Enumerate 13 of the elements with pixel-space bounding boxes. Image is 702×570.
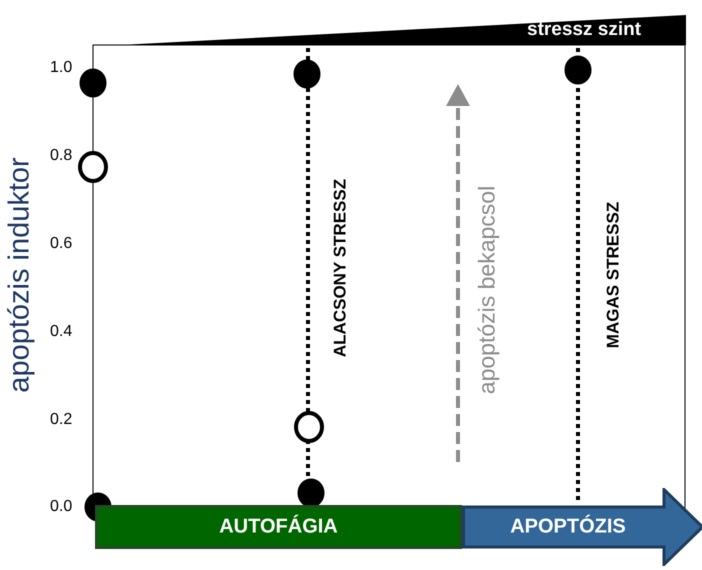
stress-level-label: stressz szint	[527, 20, 642, 39]
annotation-label: apoptózis bekapcsol	[476, 186, 498, 394]
axis-title: apoptózis induktor	[6, 157, 34, 393]
tick-label: 0.8	[50, 148, 72, 164]
tick-label: 0.4	[50, 324, 72, 340]
tick-label: 1.0	[50, 60, 72, 76]
stress-label: ALACSONY STRESSZ	[332, 178, 348, 358]
process-arrow: APOPTÓZIS	[462, 488, 702, 566]
tick-label: 0.0	[50, 499, 72, 515]
tick-label: 0.2	[50, 412, 72, 428]
process-bar: AUTOFÁGIA	[95, 505, 462, 549]
stress-label: MAGAS STRESSZ	[604, 202, 622, 348]
tick-label: 0.6	[50, 236, 72, 252]
